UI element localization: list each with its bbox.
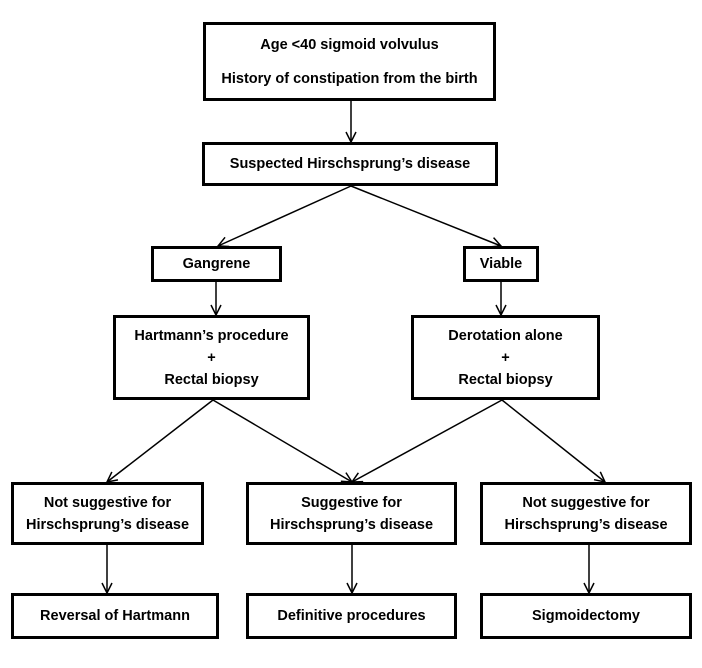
node-text-line: Definitive procedures <box>277 608 426 624</box>
node-text-line: Not suggestive for <box>522 494 650 511</box>
node-text-line: Rectal biopsy <box>458 371 553 388</box>
node-text-line: Age <40 sigmoid volvulus <box>260 36 439 53</box>
arrow-hartmann-to-not-suggestive-left <box>107 399 214 482</box>
node-text-line: Reversal of Hartmann <box>40 608 190 624</box>
arrow-derotation-to-suggestive <box>352 399 503 482</box>
definitive-procedures-box: Definitive procedures <box>246 593 457 639</box>
node-text-line: Viable <box>479 256 523 272</box>
node-text-line: Hirschsprung’s disease <box>269 516 434 533</box>
suspected-hirschsprung-box: Suspected Hirschsprung’s disease <box>202 142 498 186</box>
reversal-of-hartmann-box: Reversal of Hartmann <box>11 593 219 639</box>
node-text-line: Hirschsprung’s disease <box>504 516 668 533</box>
arrow-derotation-to-not-suggestive-right <box>501 399 605 482</box>
node-text-line: Rectal biopsy <box>164 371 259 388</box>
gangrene-box: Gangrene <box>151 246 282 282</box>
node-text-line: Not suggestive for <box>43 494 172 511</box>
node-text-line: Sigmoidectomy <box>532 608 640 624</box>
arrow-suspected-to-gangrene <box>218 185 352 246</box>
arrow-hartmann-to-suggestive <box>212 399 352 482</box>
node-text-line: Hirschsprung’s disease <box>25 516 190 533</box>
node-text-line: Hartmann’s procedure <box>134 327 289 344</box>
node-text-line: Suspected Hirschsprung’s disease <box>229 156 471 172</box>
viable-box: Viable <box>463 246 539 282</box>
node-text-line: Derotation alone <box>448 327 563 344</box>
arrow-suspected-to-viable <box>350 185 501 246</box>
node-text-line: Gangrene <box>182 256 251 272</box>
node-text-line: History of constipation from the birth <box>221 70 478 87</box>
node-text-line: + <box>207 349 216 366</box>
hartmann-procedure-box: Hartmann’s procedure + Rectal biopsy <box>113 315 310 400</box>
node-text-line: + <box>501 349 510 366</box>
derotation-box: Derotation alone + Rectal biopsy <box>411 315 600 400</box>
sigmoidectomy-box: Sigmoidectomy <box>480 593 692 639</box>
node-text-line: Suggestive for <box>301 494 402 511</box>
